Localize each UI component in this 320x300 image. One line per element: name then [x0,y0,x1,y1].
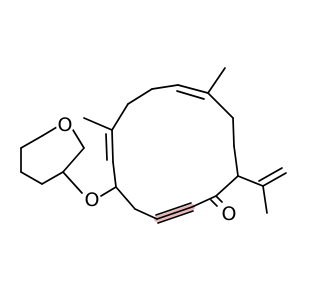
ring-oxygen-label: O [58,114,73,136]
methyl-bond [262,185,268,214]
triple-bond [155,202,192,216]
bond [233,145,239,177]
double-bond [210,199,218,207]
double-bond [215,195,223,203]
double-bond [177,84,209,94]
carbonyl-group [210,195,223,207]
bond [191,195,217,208]
bond [115,186,136,210]
structure-canvas: O O O [20,67,287,225]
bond [72,129,85,149]
bond [151,84,179,90]
bond [41,126,58,137]
ether-oxygen-atom: O [83,189,101,211]
ether-linkage [62,171,117,197]
isopropenyl-group [237,167,287,214]
bond [112,161,117,188]
double-bond [111,129,114,163]
ring-oxygen-atom: O [56,114,74,136]
double-bond [176,90,205,100]
double-bond [258,167,283,182]
double-bond [262,172,287,187]
carbonyl-oxygen-label: O [222,203,237,225]
bond [232,117,235,147]
triple-bond [157,210,194,224]
bond [20,135,43,149]
triple-bond [156,206,193,220]
bond [62,147,85,173]
macrocycle [105,84,239,224]
molecule-diagram: O O O [20,67,287,225]
bond [62,171,83,194]
oxane-ring [20,126,85,185]
ether-oxygen-label: O [85,189,100,211]
bond [111,103,129,131]
bond [207,92,234,119]
methyl-bond [83,117,113,131]
bond [41,171,64,185]
double-bond [105,133,108,161]
bond [20,171,43,185]
bond [100,186,117,197]
bond [127,88,153,105]
carbonyl-oxygen-atom: O [220,203,238,225]
methyl-bond [207,67,226,94]
bond [215,175,239,197]
bond [134,208,158,220]
bond [237,175,264,187]
